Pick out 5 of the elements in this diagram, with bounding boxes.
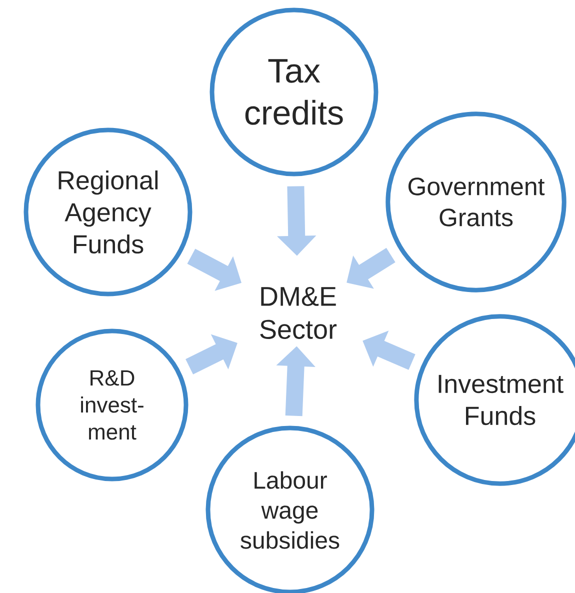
circle-node: Tax credits: [210, 8, 378, 176]
circle-node: Regional Agency Funds: [24, 128, 192, 296]
circle-node: Government Grants: [386, 112, 566, 292]
center-label: DM&E Sector: [260, 287, 337, 339]
circle-node: R&D invest-ment: [36, 328, 188, 482]
